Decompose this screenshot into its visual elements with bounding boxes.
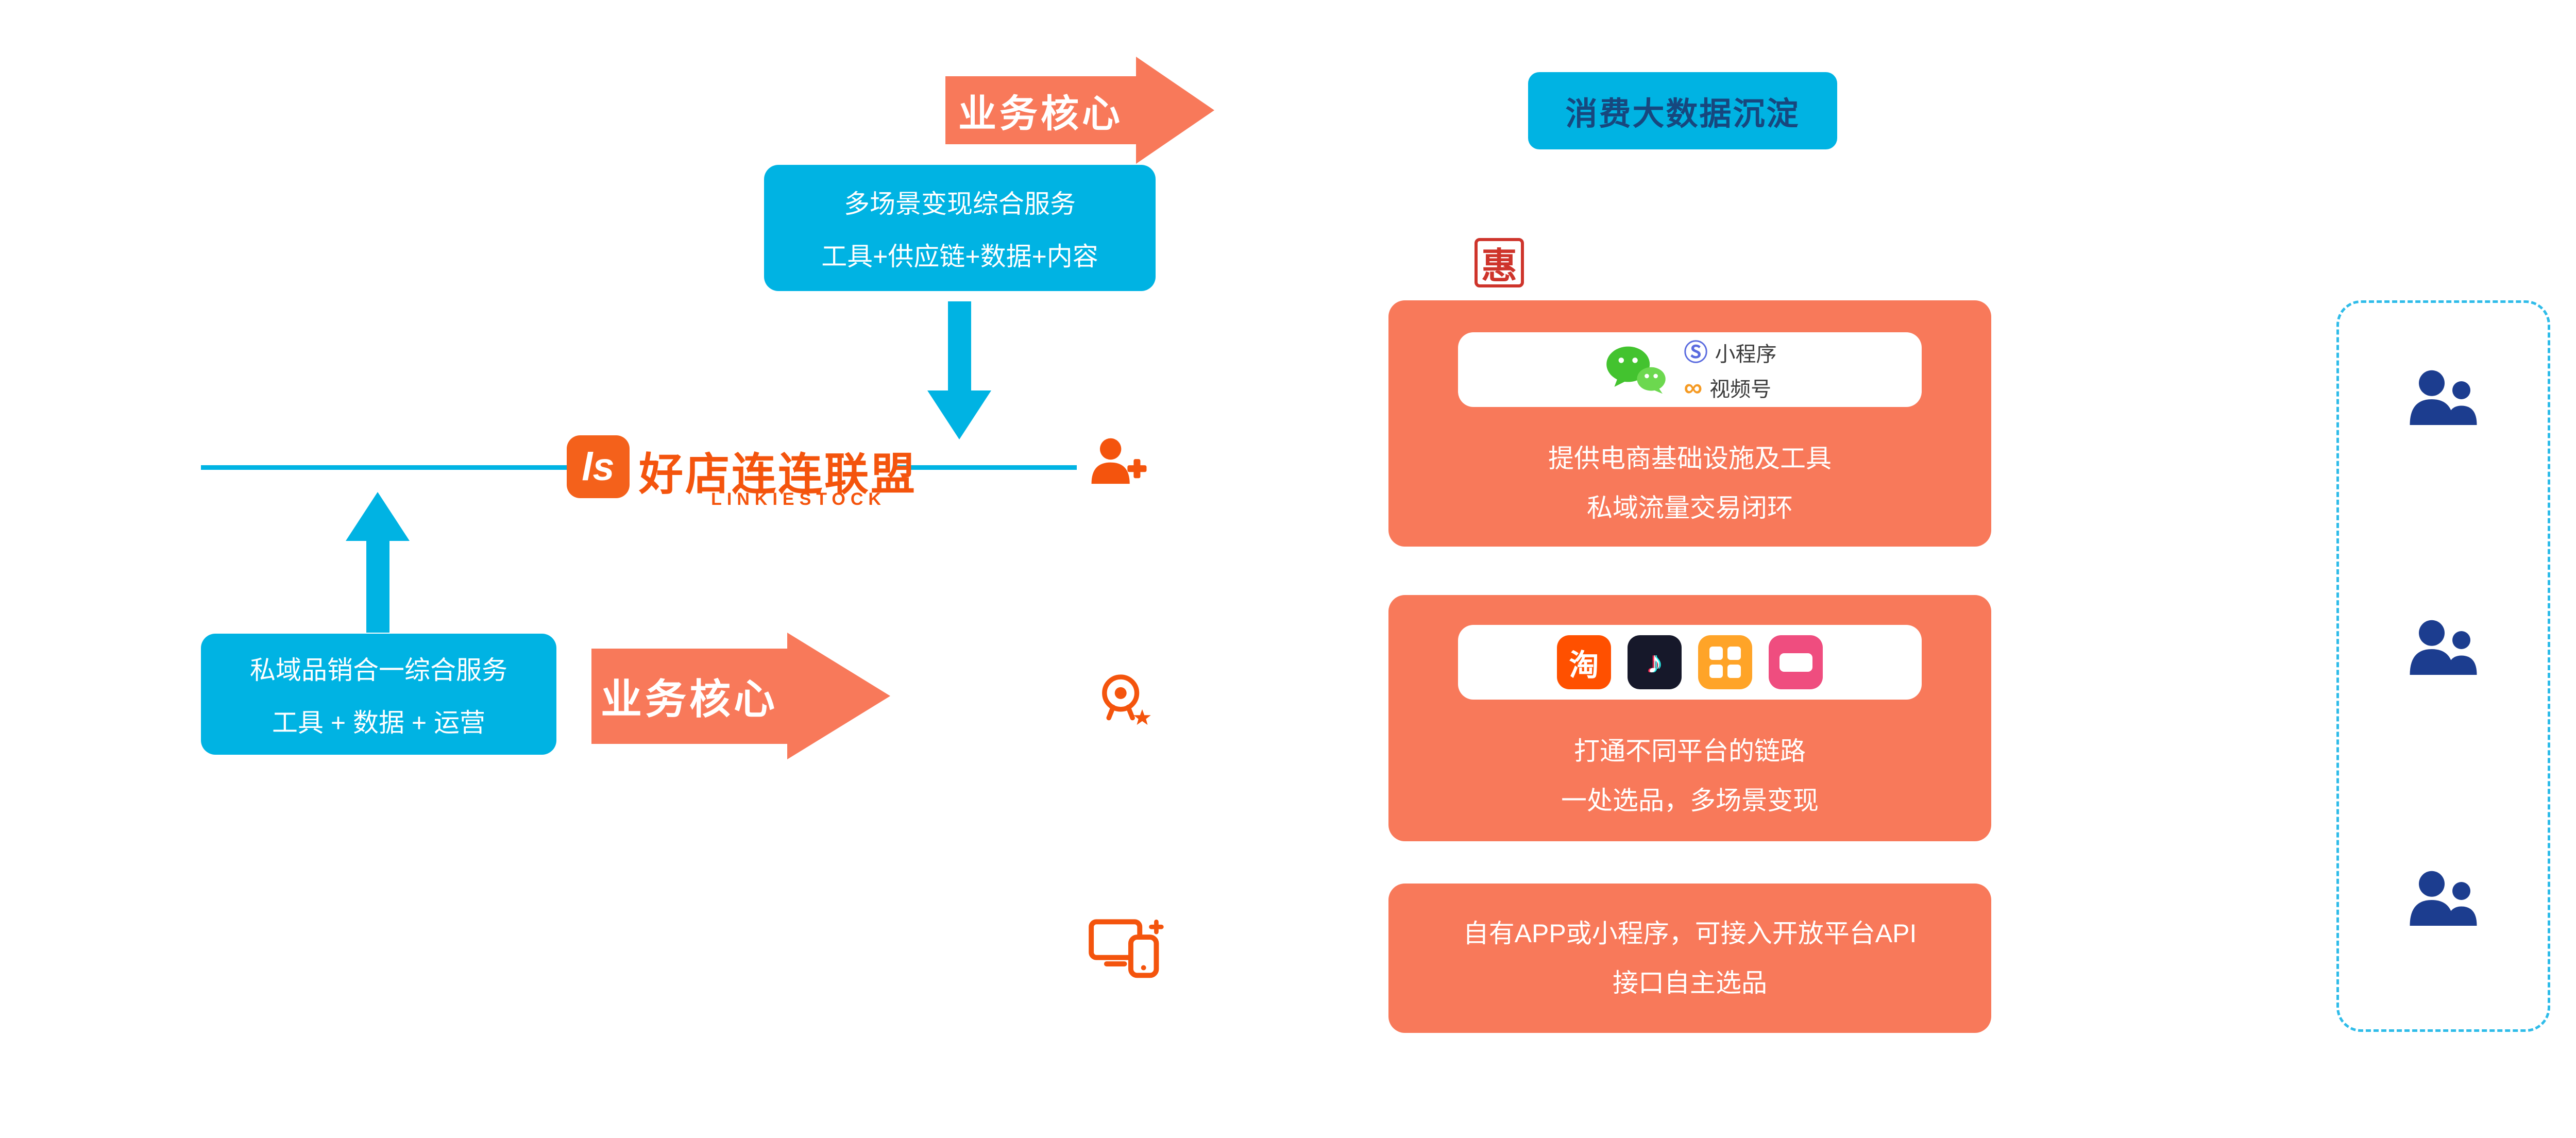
cross-platform-panel: 淘 ♪ 打通不同平台的链路 一处选品，多场景变现 xyxy=(1388,595,1991,841)
business-core-arrow-bottom: 业务核心 xyxy=(591,633,890,759)
douyin-icon: ♪ xyxy=(1628,635,1682,689)
wechat-apps-pill: Ⓢ 小程序 ∞ 视频号 xyxy=(1458,332,1922,407)
platform-apps-pill: 淘 ♪ xyxy=(1458,625,1922,700)
multi-scene-service-box: 多场景变现综合服务 工具+供应链+数据+内容 xyxy=(764,165,1156,291)
mini-program-row: Ⓢ 小程序 xyxy=(1684,337,1777,367)
wechat-panel-line2: 私域流量交易闭环 xyxy=(1587,494,1793,522)
user-group-icon xyxy=(2410,370,2477,425)
hui-stamp-icon: 惠 xyxy=(1475,238,1524,287)
wechat-panel-line1: 提供电商基础设施及工具 xyxy=(1548,444,1832,473)
wechat-panel-text: 提供电商基础设施及工具 私域流量交易闭环 xyxy=(1548,434,1832,533)
user-group-icon xyxy=(2410,620,2477,675)
api-panel-line1: 自有APP或小程序，可接入开放平台API xyxy=(1463,919,1917,948)
wechat-icon xyxy=(1606,346,1666,394)
wechat-sub-apps: Ⓢ 小程序 ∞ 视频号 xyxy=(1684,337,1777,402)
channels-label: 视频号 xyxy=(1709,378,1772,401)
down-arrow-icon xyxy=(927,390,991,439)
consumer-data-box: 消费大数据沉淀 xyxy=(1528,72,1837,149)
connector-line-right xyxy=(897,465,1077,470)
multi-scene-line2: 工具+供应链+数据+内容 xyxy=(821,242,1098,271)
arrow-head-icon xyxy=(1136,57,1214,164)
xiaohongshu-icon xyxy=(1769,635,1823,689)
multi-device-icon xyxy=(1089,919,1164,978)
private-domain-line2: 工具 + 数据 + 运营 xyxy=(272,708,485,737)
api-panel-text: 自有APP或小程序，可接入开放平台API 接口自主选品 xyxy=(1463,909,1917,1008)
wechat-ecosystem-panel: Ⓢ 小程序 ∞ 视频号 提供电商基础设施及工具 私域流量交易闭环 xyxy=(1388,300,1991,547)
multi-scene-line1: 多场景变现综合服务 xyxy=(844,189,1076,218)
linkiestock-logo-icon: ls xyxy=(567,435,630,498)
up-arrow-shaft xyxy=(366,540,389,633)
person-add-icon xyxy=(1091,438,1147,484)
platform-grid-app-icon xyxy=(1698,635,1752,689)
live-camera-icon xyxy=(1102,674,1151,725)
mini-program-icon: Ⓢ xyxy=(1684,338,1708,366)
platform-panel-line1: 打通不同平台的链路 xyxy=(1574,737,1806,766)
taobao-icon: 淘 xyxy=(1557,635,1611,689)
arrow-head-icon xyxy=(787,633,890,759)
platform-panel-text: 打通不同平台的链路 一处选品，多场景变现 xyxy=(1561,726,1819,825)
channels-row: ∞ 视频号 xyxy=(1684,372,1777,402)
business-core-arrow-top: 业务核心 xyxy=(945,57,1214,164)
business-core-arrow-top-label: 业务核心 xyxy=(945,76,1136,144)
logo-name: 好店连连联盟 xyxy=(639,450,917,499)
down-arrow-shaft xyxy=(948,301,971,392)
private-domain-line1: 私域品销合一综合服务 xyxy=(250,655,507,685)
api-panel-line2: 接口自主选品 xyxy=(1612,969,1767,997)
open-api-panel: 自有APP或小程序，可接入开放平台API 接口自主选品 xyxy=(1388,884,1991,1033)
private-domain-service-box: 私域品销合一综合服务 工具 + 数据 + 运营 xyxy=(201,634,556,755)
channels-icon: ∞ xyxy=(1684,372,1703,402)
up-arrow-icon xyxy=(346,492,410,541)
logo-subtitle: LINKIESTOCK xyxy=(711,489,886,509)
audience-dashed-box xyxy=(2336,300,2550,1032)
user-group-icon xyxy=(2410,871,2477,926)
connector-line-left xyxy=(201,465,567,470)
business-core-arrow-bottom-label: 业务核心 xyxy=(591,648,787,744)
mini-program-label: 小程序 xyxy=(1715,343,1777,366)
platform-panel-line2: 一处选品，多场景变现 xyxy=(1561,786,1819,815)
